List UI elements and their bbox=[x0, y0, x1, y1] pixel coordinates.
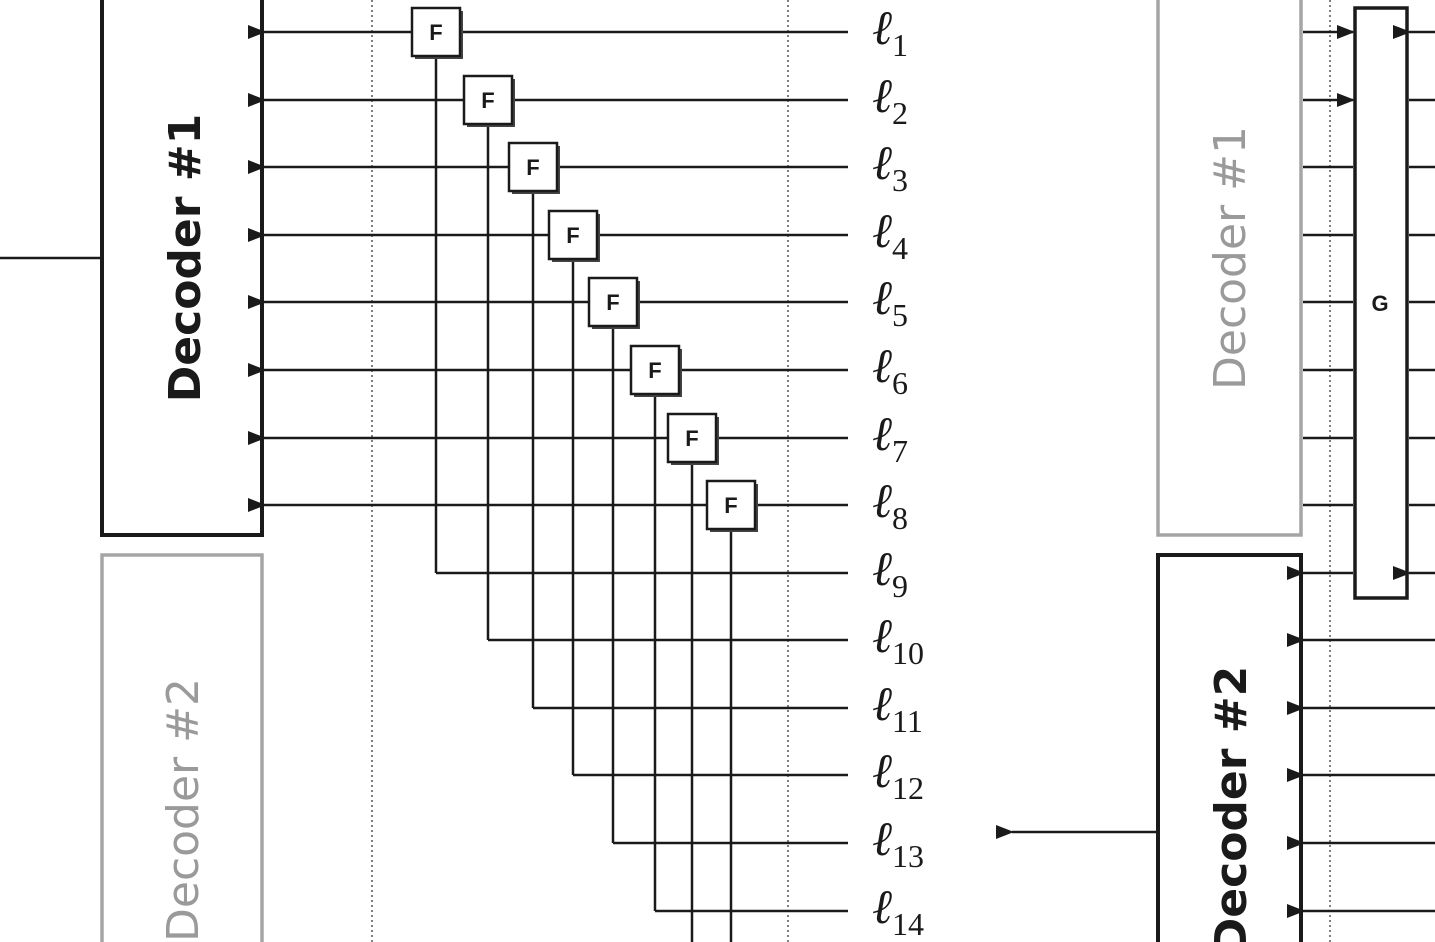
right-decoder2-box bbox=[1156, 553, 1303, 942]
f-node-label: F bbox=[685, 426, 698, 451]
llr-label-symbol: ℓ bbox=[872, 543, 892, 596]
llr-label-index: 1 bbox=[892, 27, 908, 63]
f-node-box bbox=[666, 412, 718, 464]
llr-label-index: 7 bbox=[892, 433, 908, 469]
f-node-label: F bbox=[648, 358, 661, 383]
llr-label-symbol: ℓ bbox=[872, 678, 892, 731]
llr-label-index: 13 bbox=[892, 838, 924, 874]
f-node-label: F bbox=[606, 290, 619, 315]
llr-label-symbol: ℓ bbox=[872, 70, 892, 123]
f-node-box bbox=[587, 276, 639, 328]
f-node: F bbox=[587, 276, 640, 329]
right-panel: Decoder #1 Decoder #2 G bbox=[996, 0, 1435, 942]
llr-label-index: 4 bbox=[892, 230, 908, 266]
llr-label-symbol: ℓ bbox=[872, 745, 892, 798]
llr-label: ℓ2 bbox=[872, 70, 908, 131]
f-node: F bbox=[666, 412, 719, 465]
llr-label: ℓ14 bbox=[872, 881, 924, 942]
llr-label-symbol: ℓ bbox=[872, 137, 892, 190]
llr-label: ℓ8 bbox=[872, 475, 908, 536]
f-node-label: F bbox=[481, 88, 494, 113]
llr-label: ℓ3 bbox=[872, 137, 908, 198]
llr-label-symbol: ℓ bbox=[872, 340, 892, 393]
llr-label-index: 3 bbox=[892, 162, 908, 198]
llr-label-index: 12 bbox=[892, 770, 924, 806]
llr-label: ℓ9 bbox=[872, 543, 908, 604]
f-vertical-links bbox=[429, 42, 738, 942]
f-node: F bbox=[507, 141, 560, 194]
f-node: F bbox=[705, 479, 758, 532]
llr-label-index: 9 bbox=[892, 568, 908, 604]
f-node-box bbox=[705, 479, 757, 531]
stage-separators bbox=[371, 0, 1331, 942]
llr-label: ℓ5 bbox=[872, 272, 908, 333]
llr-label: ℓ13 bbox=[872, 813, 924, 874]
llr-label: ℓ6 bbox=[872, 340, 908, 401]
llr-label-index: 6 bbox=[892, 365, 908, 401]
right-decoder1-label: Decoder #1 bbox=[1205, 126, 1256, 390]
llr-label: ℓ12 bbox=[872, 745, 924, 806]
llr-label: ℓ11 bbox=[872, 678, 923, 739]
decoder2-label: Decoder #2 bbox=[158, 678, 209, 942]
f-node: F bbox=[462, 74, 515, 127]
f-node-label: F bbox=[724, 493, 737, 518]
llr-label-index: 11 bbox=[892, 703, 923, 739]
llr-label-symbol: ℓ bbox=[872, 475, 892, 528]
g-node-box bbox=[1353, 6, 1409, 600]
llr-label-index: 2 bbox=[892, 95, 908, 131]
llr-label: ℓ1 bbox=[872, 2, 908, 63]
f-node-label: F bbox=[526, 155, 539, 180]
llr-label-symbol: ℓ bbox=[872, 2, 892, 55]
f-node-box bbox=[507, 141, 559, 193]
llr-label-index: 5 bbox=[892, 297, 908, 333]
decoder1-label: Decoder #1 bbox=[160, 114, 211, 403]
right-decoder2-label: Decoder #2 bbox=[1206, 666, 1257, 942]
llr-label-index: 8 bbox=[892, 500, 908, 536]
f-nodes: F F F F F F F F bbox=[410, 6, 758, 532]
decoder2-box bbox=[100, 553, 264, 942]
llr-label-symbol: ℓ bbox=[872, 205, 892, 258]
llr-label-symbol: ℓ bbox=[872, 408, 892, 461]
llr-label-symbol: ℓ bbox=[872, 272, 892, 325]
llr-label-index: 14 bbox=[892, 906, 924, 942]
llr-label-symbol: ℓ bbox=[872, 881, 892, 934]
f-node-box bbox=[462, 74, 514, 126]
f-node-label: F bbox=[429, 20, 442, 45]
f-node-label: F bbox=[566, 223, 579, 248]
llr-label: ℓ4 bbox=[872, 205, 908, 266]
f-node: F bbox=[547, 209, 600, 262]
f-node-box bbox=[410, 6, 462, 58]
right-rows bbox=[1287, 25, 1435, 918]
llr-label: ℓ10 bbox=[872, 610, 924, 671]
llr-label-symbol: ℓ bbox=[872, 610, 892, 663]
f-node-box bbox=[629, 344, 681, 396]
decoder1-box bbox=[100, 0, 264, 537]
right-decoder1-box bbox=[1156, 0, 1303, 537]
f-node: F bbox=[629, 344, 682, 397]
g-node-label: G bbox=[1371, 291, 1388, 316]
llr-label-index: 10 bbox=[892, 635, 924, 671]
f-node: F bbox=[410, 6, 463, 59]
f-node-box bbox=[547, 209, 599, 261]
llr-rows bbox=[248, 25, 848, 913]
llr-label: ℓ7 bbox=[872, 408, 908, 469]
llr-label-symbol: ℓ bbox=[872, 813, 892, 866]
